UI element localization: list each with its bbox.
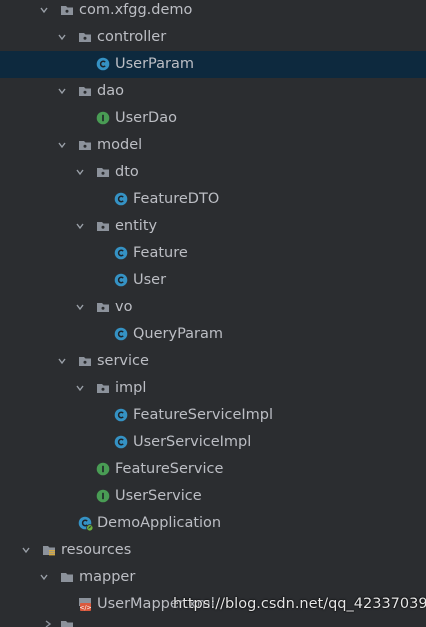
tree-row[interactable]: QueryParam [0, 321, 426, 348]
package-folder-icon [78, 84, 92, 98]
tree-row-label: UserMapper.xml [97, 596, 215, 612]
tree-row[interactable]: model [0, 132, 426, 159]
tree-row[interactable]: mapper [0, 564, 426, 591]
tree-row-label: model [97, 137, 143, 153]
package-folder-icon [96, 165, 110, 179]
folder-icon [60, 570, 74, 584]
interface-icon [96, 462, 110, 476]
chevron-down-icon[interactable] [76, 303, 84, 311]
tree-row-label: FeatureService [115, 461, 224, 477]
tree-row[interactable]: UserDao [0, 105, 426, 132]
package-folder-icon [78, 354, 92, 368]
tree-row-label: com.xfgg.demo [79, 2, 193, 18]
package-folder-icon [96, 300, 110, 314]
interface-icon [96, 489, 110, 503]
tree-row[interactable]: FeatureService [0, 456, 426, 483]
chevron-right-icon[interactable] [44, 620, 52, 627]
tree-row[interactable]: resources [0, 537, 426, 564]
tree-row-label: QueryParam [133, 326, 224, 342]
tree-row[interactable]: impl [0, 375, 426, 402]
class-icon [114, 273, 128, 287]
tree-row-label: FeatureServiceImpl [133, 407, 274, 423]
resources-folder-icon [42, 543, 56, 557]
tree-row[interactable]: UserServiceImpl [0, 429, 426, 456]
tree-row[interactable]: com.xfgg.demo [0, 0, 426, 24]
partial-tree-row [0, 616, 426, 627]
chevron-down-icon[interactable] [58, 33, 66, 41]
tree-row-label: dto [115, 164, 139, 180]
tree-row-label: controller [97, 29, 167, 45]
chevron-down-icon[interactable] [40, 573, 48, 581]
class-icon [96, 57, 110, 71]
tree-row[interactable]: FeatureServiceImpl [0, 402, 426, 429]
svg-text:</>: </> [79, 604, 91, 611]
tree-row-label: FeatureDTO [133, 191, 220, 207]
tree-row[interactable]: controller [0, 24, 426, 51]
tree-row-label: UserParam [115, 56, 194, 72]
tree-row[interactable]: service [0, 348, 426, 375]
tree-row[interactable]: DemoApplication [0, 510, 426, 537]
tree-row-label: UserServiceImpl [133, 434, 252, 450]
class-icon [114, 192, 128, 206]
tree-row[interactable]: UserService [0, 483, 426, 510]
chevron-down-icon[interactable] [58, 87, 66, 95]
interface-icon [96, 111, 110, 125]
tree-row[interactable]: UserParam [0, 51, 426, 78]
chevron-down-icon[interactable] [22, 546, 30, 554]
package-folder-icon [60, 3, 74, 17]
tree-row-label: resources [61, 542, 132, 558]
chevron-down-icon[interactable] [58, 141, 66, 149]
tree-row-label: User [133, 272, 167, 288]
tree-row-label: DemoApplication [97, 515, 222, 531]
tree-row-label: dao [97, 83, 124, 99]
class-icon [114, 408, 128, 422]
class-icon [114, 246, 128, 260]
class-icon [114, 327, 128, 341]
tree-row[interactable]: vo [0, 294, 426, 321]
package-folder-icon [78, 138, 92, 152]
tree-row[interactable]: Feature [0, 240, 426, 267]
xml-file-icon: </> [78, 597, 92, 611]
folder-icon [60, 618, 74, 627]
spring-application-icon [78, 516, 94, 532]
tree-row-label: UserDao [115, 110, 177, 126]
tree-row[interactable]: User [0, 267, 426, 294]
tree-row-label: Feature [133, 245, 188, 261]
tree-row[interactable]: entity [0, 213, 426, 240]
package-folder-icon [96, 219, 110, 233]
tree-row-label: entity [115, 218, 158, 234]
package-folder-icon [96, 381, 110, 395]
tree-row-label: impl [115, 380, 147, 396]
tree-row[interactable]: dao [0, 78, 426, 105]
package-folder-icon [78, 30, 92, 44]
chevron-down-icon[interactable] [58, 357, 66, 365]
chevron-down-icon[interactable] [40, 6, 48, 14]
watermark-text: https://blog.csdn.net/qq_42337039 [173, 596, 426, 612]
tree-row-label: mapper [79, 569, 136, 585]
tree-row[interactable]: FeatureDTO [0, 186, 426, 213]
tree-row-label: service [97, 353, 149, 369]
chevron-down-icon[interactable] [76, 222, 84, 230]
class-icon [114, 435, 128, 449]
chevron-down-icon[interactable] [76, 168, 84, 176]
tree-row[interactable]: </> UserMapper.xml [0, 591, 426, 618]
chevron-down-icon[interactable] [76, 384, 84, 392]
tree-row-label: vo [115, 299, 133, 315]
tree-row-label: UserService [115, 488, 202, 504]
tree-row[interactable]: dto [0, 159, 426, 186]
